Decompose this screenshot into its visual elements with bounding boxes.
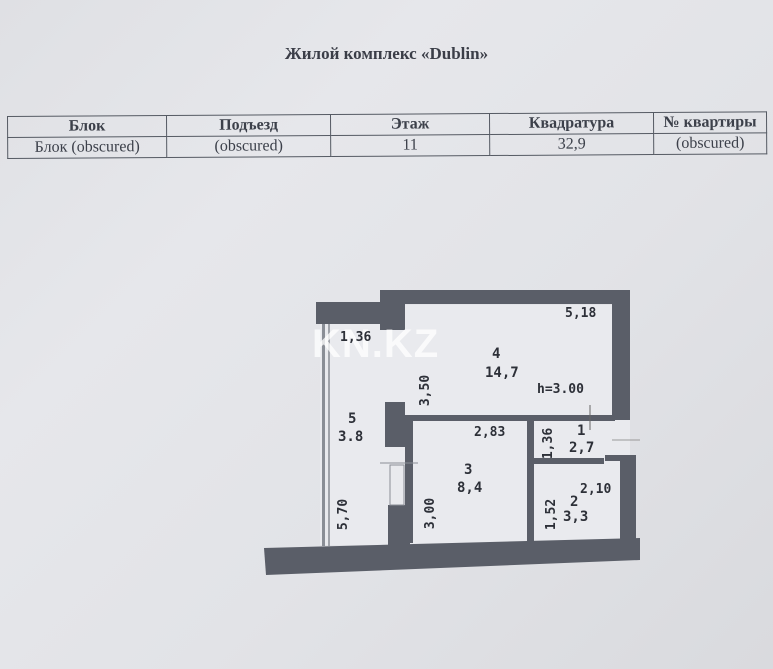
room-3-area: 8,4: [457, 480, 483, 496]
room-1-area: 2,7: [569, 440, 595, 456]
room-5-length: 5,70: [336, 498, 352, 531]
room-1-number: 1: [577, 423, 586, 439]
document-title: Жилой комплекс «Dublin»: [284, 44, 489, 63]
watermark: KN.KZ: [312, 322, 440, 366]
room-2-number: 2: [570, 494, 579, 510]
room-2-area: 3,3: [563, 509, 589, 525]
room-4-number: 4: [492, 346, 501, 362]
room-5-width: 1,36: [340, 330, 372, 345]
room-5-area: 3.8: [338, 429, 364, 445]
room-2-width: 2,10: [580, 482, 612, 497]
room-5-number: 5: [348, 411, 357, 427]
room-1-depth: 1,36: [541, 427, 557, 460]
room-3-number: 3: [464, 462, 473, 478]
room-4-depth: 3,50: [418, 374, 434, 407]
room-3-depth: 3,00: [423, 497, 439, 530]
room-2-depth: 1,52: [544, 498, 560, 531]
room-4-width: 5,18: [565, 306, 597, 321]
room-4-area: 14,7: [485, 365, 519, 381]
ceiling-height: h=3.00: [537, 382, 584, 397]
room-3-width: 2,83: [474, 425, 506, 440]
